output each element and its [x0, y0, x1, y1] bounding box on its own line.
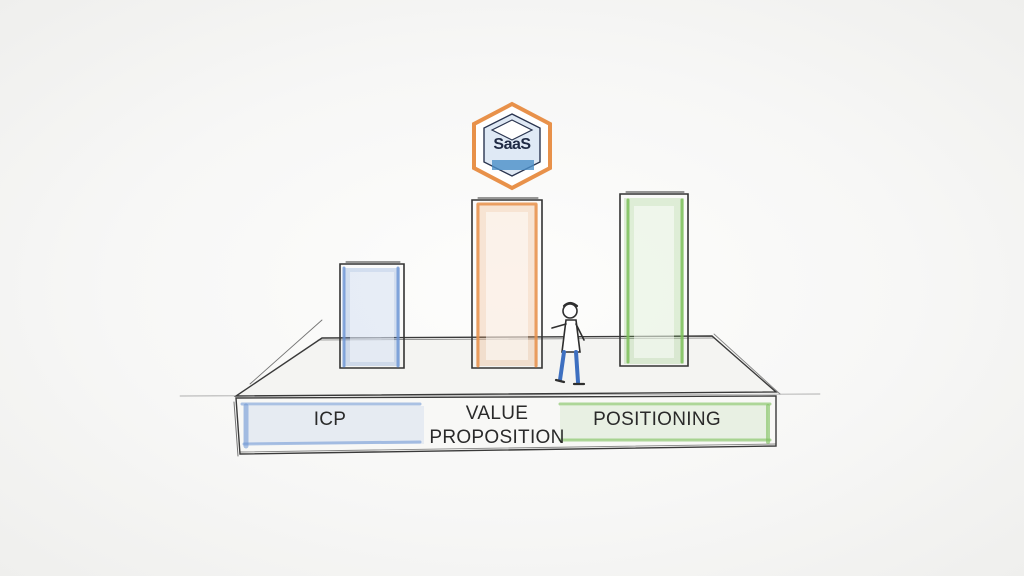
pillar-icp [339, 261, 405, 369]
base-color-bands [240, 402, 772, 449]
saas-logo [472, 101, 552, 191]
label-vp-line2: PROPOSITION [429, 427, 565, 448]
label-value-proposition: VALUE PROPOSITION [424, 402, 570, 450]
person-pointing-icon [551, 301, 586, 386]
pillar-positioning [619, 191, 689, 367]
label-icp-text: ICP [313, 409, 347, 430]
pillar-value-proposition [471, 197, 543, 369]
label-positioning: POSITIONING [586, 408, 728, 432]
label-icp: ICP [300, 408, 360, 432]
label-vp-line1: VALUE [465, 403, 529, 424]
logo-text: SaaS [493, 136, 531, 153]
label-positioning-text: POSITIONING [593, 409, 721, 430]
